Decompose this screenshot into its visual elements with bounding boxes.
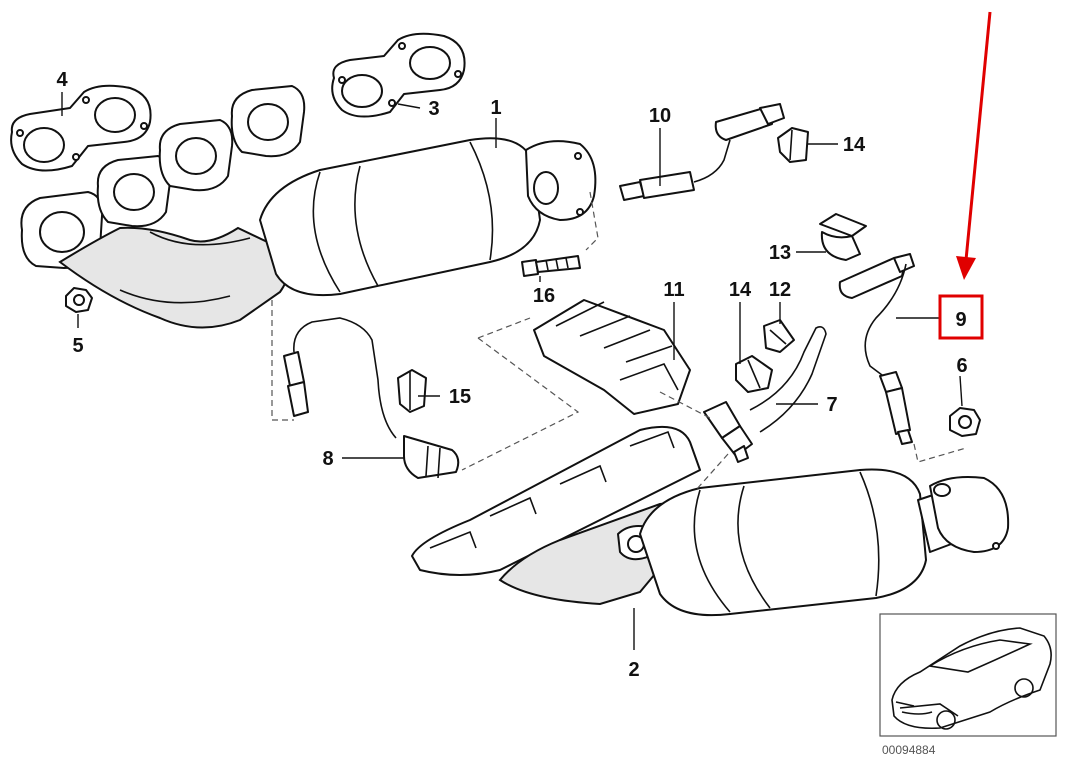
callout-8: 8 bbox=[322, 448, 333, 470]
arrow-head bbox=[956, 256, 976, 280]
callout-14-upper: 14 bbox=[843, 134, 866, 156]
assembly-lines bbox=[271, 191, 967, 491]
car-location-inset bbox=[879, 613, 1057, 737]
callout-5: 5 bbox=[72, 335, 83, 357]
part-oxygen-sensor-9 bbox=[838, 253, 915, 445]
callout-13: 13 bbox=[769, 242, 791, 264]
callout-1: 1 bbox=[490, 97, 501, 119]
part-manifold-upper bbox=[20, 85, 597, 329]
part-bracket-13 bbox=[819, 213, 867, 261]
callout-16: 16 bbox=[533, 285, 555, 307]
part-gasket-double-2 bbox=[331, 32, 466, 118]
callout-labels: 1 2 3 4 5 6 7 8 10 11 12 13 14 14 15 16 bbox=[56, 69, 967, 681]
callout-12: 12 bbox=[769, 279, 791, 301]
callout-7: 7 bbox=[826, 394, 837, 416]
callout-14-lower: 14 bbox=[729, 279, 752, 301]
callout-4: 4 bbox=[56, 69, 68, 91]
leader-lines bbox=[61, 92, 963, 650]
callout-11: 11 bbox=[663, 279, 684, 301]
callout-6: 6 bbox=[956, 355, 967, 377]
part-clip-14-lower bbox=[735, 355, 773, 393]
arrow-shaft bbox=[964, 11, 992, 261]
highlight-box bbox=[938, 294, 984, 340]
part-manifold-lower bbox=[411, 426, 1010, 617]
part-oxygen-sensor-10 bbox=[619, 103, 785, 201]
callout-9: 9 bbox=[955, 309, 966, 331]
callout-10: 10 bbox=[649, 105, 671, 127]
part-clip-15 bbox=[397, 369, 427, 413]
car-outline bbox=[891, 627, 1052, 730]
highlight-callout-9: 9 bbox=[938, 294, 984, 340]
part-oxygen-sensor-7 bbox=[703, 326, 827, 463]
part-nut-5 bbox=[65, 287, 93, 313]
callout-3: 3 bbox=[428, 98, 439, 120]
part-clip-12 bbox=[763, 319, 795, 353]
callout-15: 15 bbox=[449, 386, 471, 408]
part-gasket-double bbox=[10, 84, 152, 172]
callout-2: 2 bbox=[628, 659, 639, 681]
inset-frame bbox=[879, 613, 1057, 737]
red-arrow-pointer bbox=[956, 11, 992, 280]
part-nut-6 bbox=[949, 407, 981, 437]
part-clip-14-upper bbox=[777, 127, 809, 163]
part-connector-bracket-11 bbox=[533, 299, 691, 415]
part-bolt-16 bbox=[521, 255, 581, 277]
reference-number: 00094884 bbox=[882, 743, 936, 757]
part-oxygen-sensor-8 bbox=[283, 317, 460, 479]
